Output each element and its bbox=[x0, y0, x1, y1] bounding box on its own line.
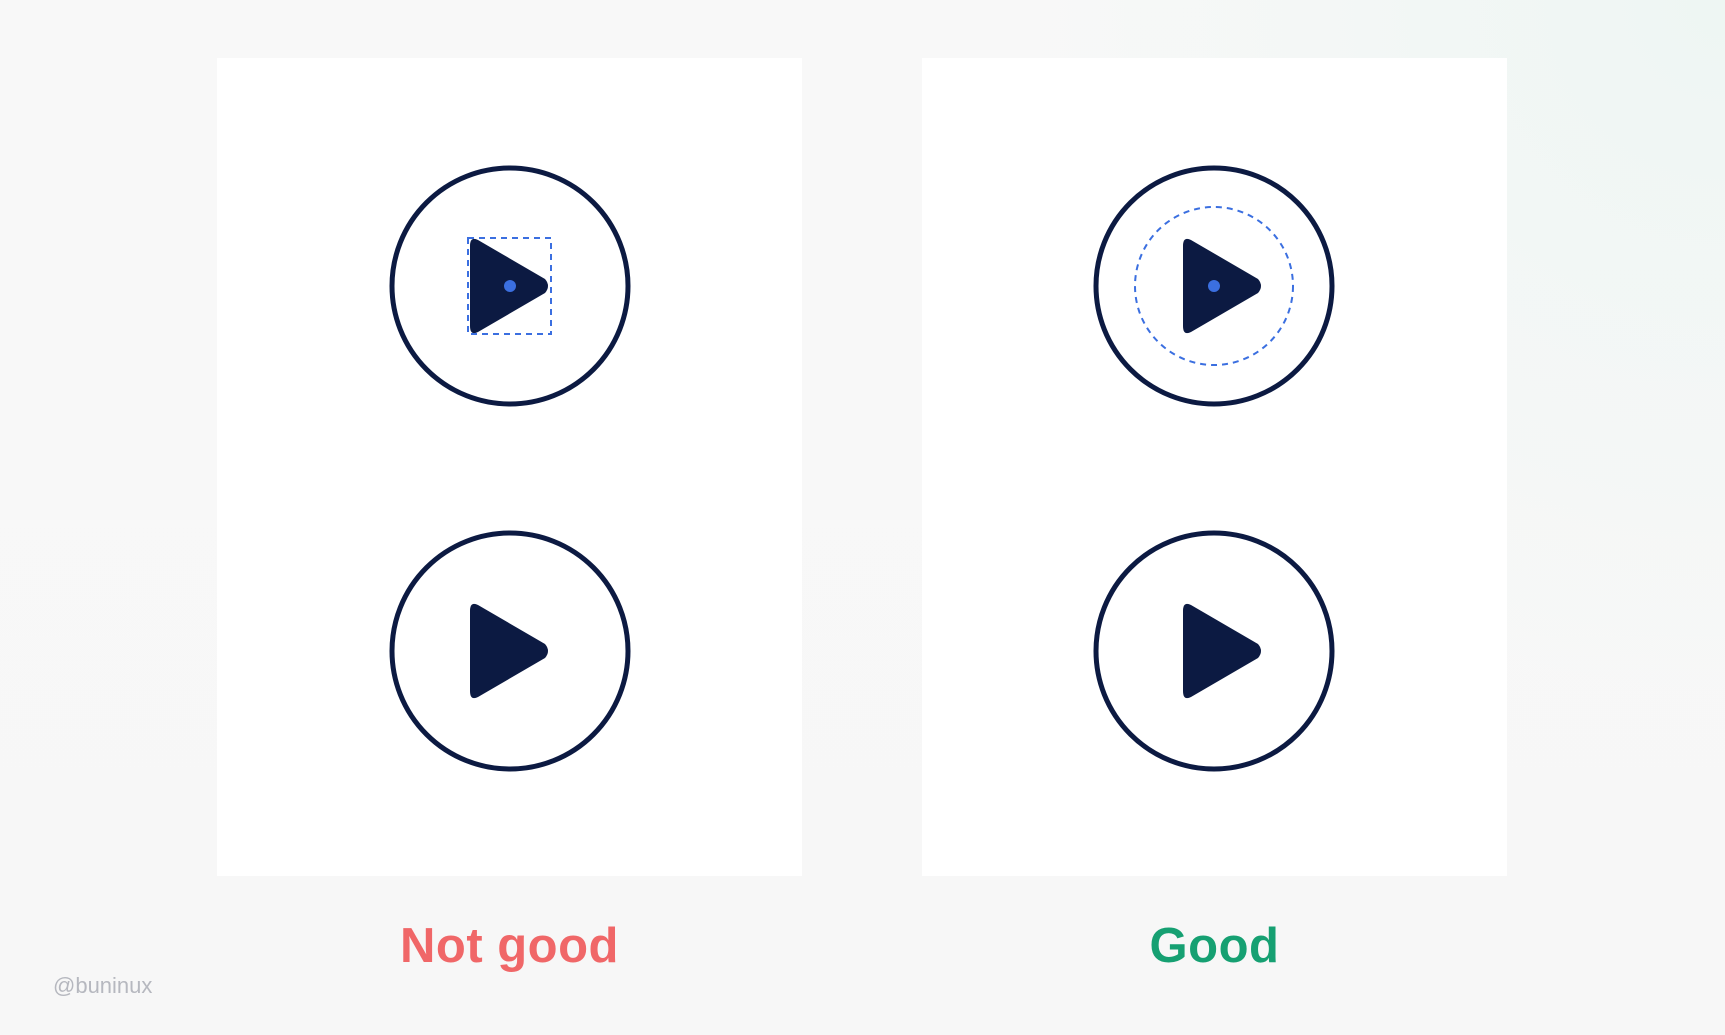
optical-center-guide bbox=[1134, 206, 1294, 366]
good-caption: Good bbox=[1149, 919, 1280, 973]
play-triangle-icon bbox=[1183, 603, 1261, 699]
play-circle-outline bbox=[389, 165, 631, 407]
play-button-icon-result bbox=[1093, 530, 1335, 772]
center-point-marker bbox=[1208, 280, 1220, 292]
play-button-icon-result bbox=[389, 530, 631, 772]
play-triangle-icon bbox=[470, 603, 548, 699]
play-triangle-icon bbox=[1183, 238, 1261, 334]
author-watermark: @buninux bbox=[53, 973, 153, 998]
good-illustration bbox=[1093, 165, 1335, 772]
bounding-box-guide bbox=[467, 237, 552, 335]
not-good-panel bbox=[217, 58, 802, 876]
play-circle-outline bbox=[1093, 165, 1335, 407]
play-button-icon-bounding-centered bbox=[389, 165, 631, 407]
not-good-caption: Not good bbox=[400, 919, 619, 973]
not-good-illustration bbox=[389, 165, 631, 772]
play-circle-outline bbox=[389, 530, 631, 772]
play-circle-outline bbox=[1093, 530, 1335, 772]
good-panel bbox=[922, 58, 1507, 876]
center-point-marker bbox=[504, 280, 516, 292]
play-button-icon-optically-centered bbox=[1093, 165, 1335, 407]
